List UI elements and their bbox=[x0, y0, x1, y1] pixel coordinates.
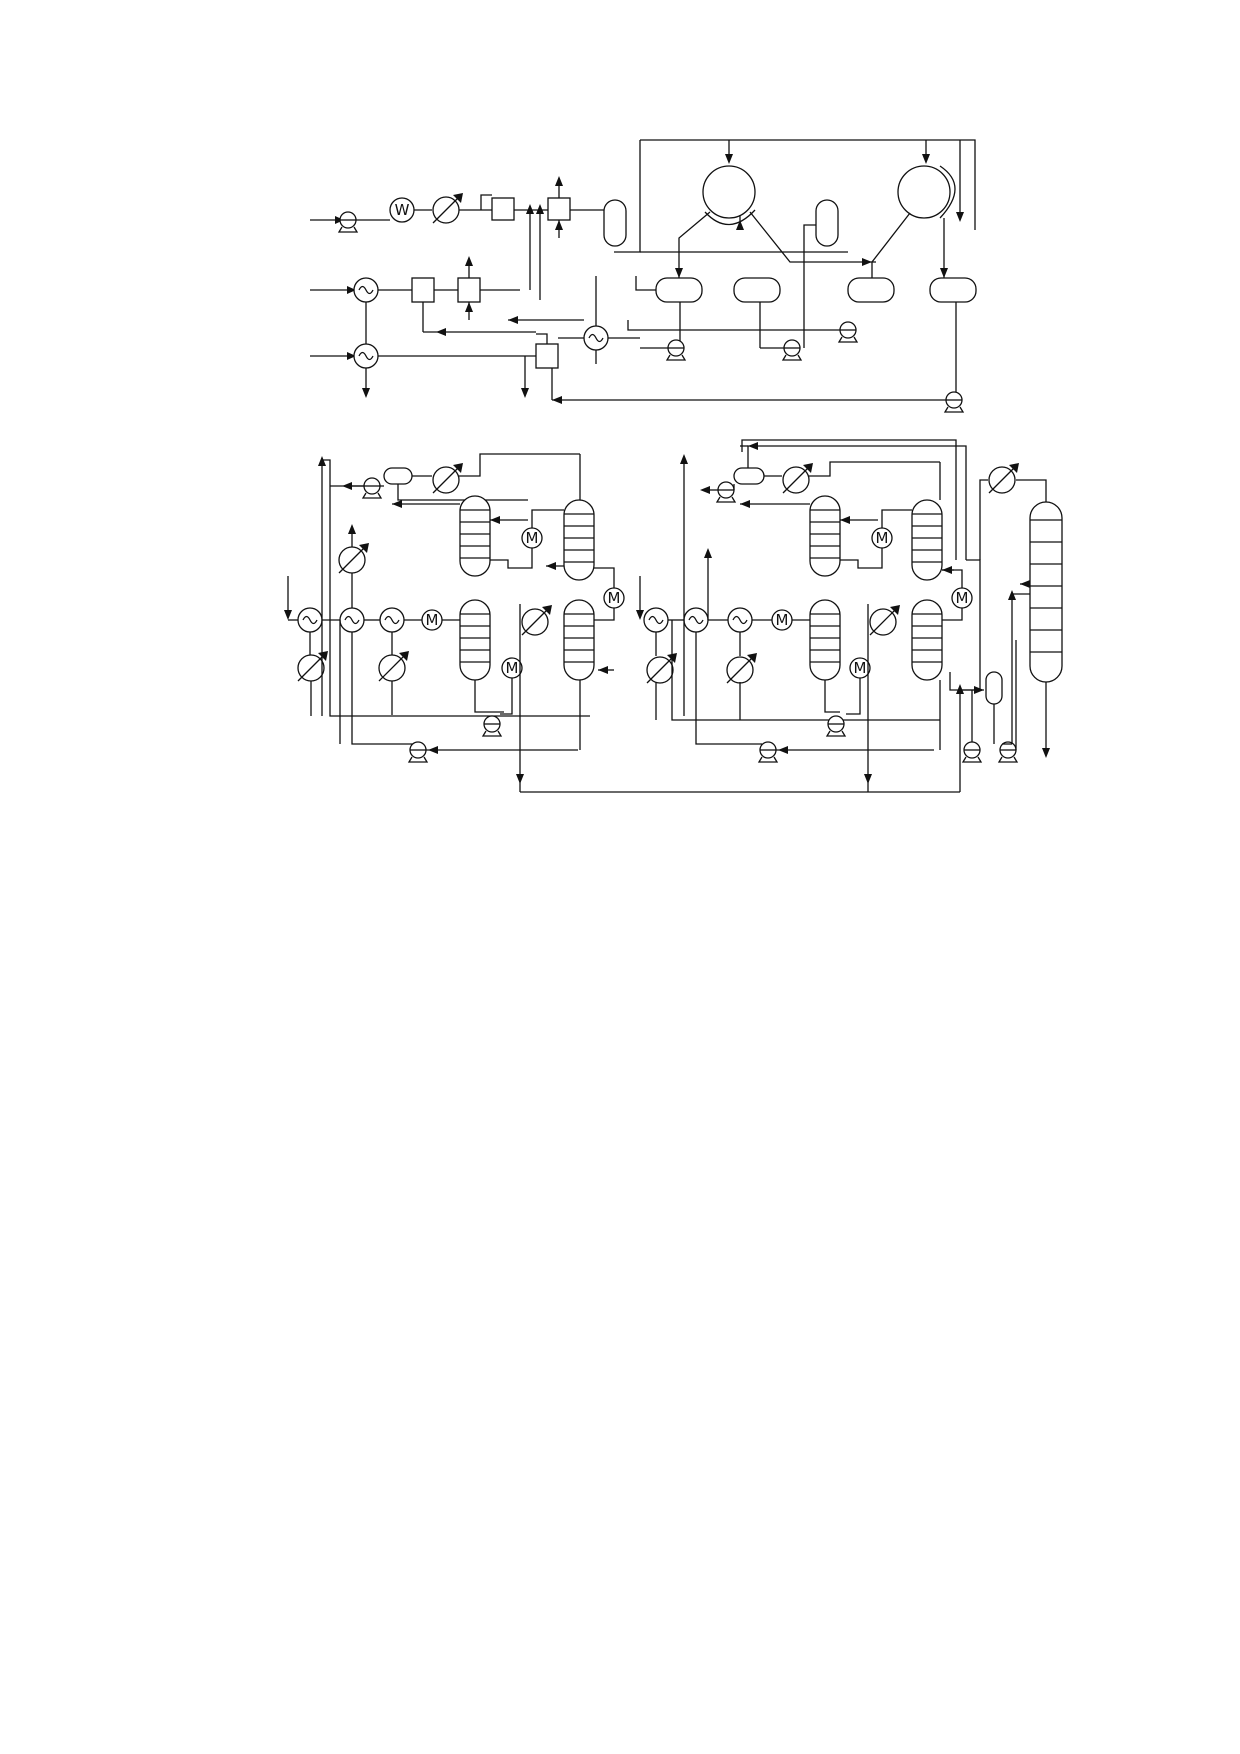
reflux-drum-a bbox=[383, 467, 413, 485]
drum-1 bbox=[655, 277, 703, 303]
heat-exchanger-3-icon bbox=[583, 325, 609, 351]
final-column-unit bbox=[741, 439, 1063, 792]
drum-3 bbox=[847, 277, 895, 303]
drum-2 bbox=[733, 277, 781, 303]
column-a1 bbox=[459, 495, 491, 577]
column-b2 bbox=[809, 599, 841, 681]
vessel-1 bbox=[603, 199, 627, 247]
motor-a3-icon bbox=[603, 587, 625, 609]
top-section: W bbox=[310, 139, 977, 413]
column-c bbox=[1029, 501, 1063, 683]
pump-3-icon bbox=[838, 321, 858, 343]
reactor-box-2 bbox=[457, 277, 481, 303]
pump-a1-icon bbox=[408, 741, 428, 763]
cooler-b2-icon bbox=[726, 652, 758, 684]
reactor-box-1 bbox=[411, 277, 435, 303]
cooler-a1-icon bbox=[297, 650, 329, 682]
compressor-icon: W bbox=[389, 197, 415, 223]
motor-b3-icon bbox=[951, 587, 973, 609]
pump-2-icon bbox=[782, 339, 802, 361]
pump-b1-icon bbox=[758, 741, 778, 763]
left-train bbox=[284, 453, 960, 793]
hx-a1-icon bbox=[297, 607, 323, 633]
hx-b2-icon bbox=[683, 607, 709, 633]
motor-a1-icon bbox=[421, 609, 443, 631]
hx-a3-icon bbox=[379, 607, 405, 633]
pump-c2-icon bbox=[998, 741, 1018, 763]
condenser-a-icon bbox=[432, 462, 464, 494]
bottom-section bbox=[284, 439, 1063, 793]
pump-4-icon bbox=[944, 391, 964, 413]
motor-a4-icon bbox=[501, 657, 523, 679]
column-a2 bbox=[459, 599, 491, 681]
pump-a3-icon bbox=[482, 715, 502, 737]
motor-b4-icon bbox=[849, 657, 871, 679]
vessel-2 bbox=[815, 199, 839, 247]
cooler-a2-icon bbox=[378, 650, 410, 682]
feed-lines bbox=[310, 216, 356, 360]
drum-reactor-1 bbox=[702, 165, 756, 219]
column-b1 bbox=[809, 495, 841, 577]
right-train bbox=[636, 442, 973, 792]
heat-exchanger-2-icon bbox=[353, 343, 379, 369]
condenser-c-icon bbox=[988, 462, 1020, 494]
cooler-b3-icon bbox=[869, 604, 901, 636]
hx-b1-icon bbox=[643, 607, 669, 633]
reflux-drum-b bbox=[733, 467, 765, 485]
motor-b2-icon bbox=[871, 527, 893, 549]
hx-b3-icon bbox=[727, 607, 753, 633]
hx-a2-icon bbox=[339, 607, 365, 633]
pump-b2-icon bbox=[716, 481, 736, 503]
heat-exchanger-1-icon bbox=[353, 277, 379, 303]
pump-1-icon bbox=[666, 339, 686, 361]
mixer-box-1 bbox=[491, 197, 515, 221]
motor-a2-icon bbox=[521, 527, 543, 549]
cooler-a4-icon bbox=[521, 604, 553, 636]
pump-c1-icon bbox=[962, 741, 982, 763]
column-b4 bbox=[911, 599, 943, 681]
separator-box bbox=[535, 343, 559, 369]
motor-b1-icon bbox=[771, 609, 793, 631]
pump-a2-icon bbox=[362, 477, 382, 499]
column-a4 bbox=[563, 599, 595, 681]
drum-reactor-2 bbox=[897, 165, 951, 219]
cooler-a3-icon bbox=[338, 542, 370, 574]
feed-pump-icon bbox=[338, 211, 358, 233]
svg-text:W: W bbox=[395, 201, 410, 219]
pump-b3-icon bbox=[826, 715, 846, 737]
condenser-b-icon bbox=[782, 462, 814, 494]
column-a3 bbox=[563, 499, 595, 581]
heater-icon bbox=[432, 192, 464, 224]
mixer-box-2 bbox=[547, 197, 571, 221]
column-b3 bbox=[911, 499, 943, 581]
drum-4 bbox=[929, 277, 977, 303]
final-drum bbox=[985, 671, 1003, 705]
